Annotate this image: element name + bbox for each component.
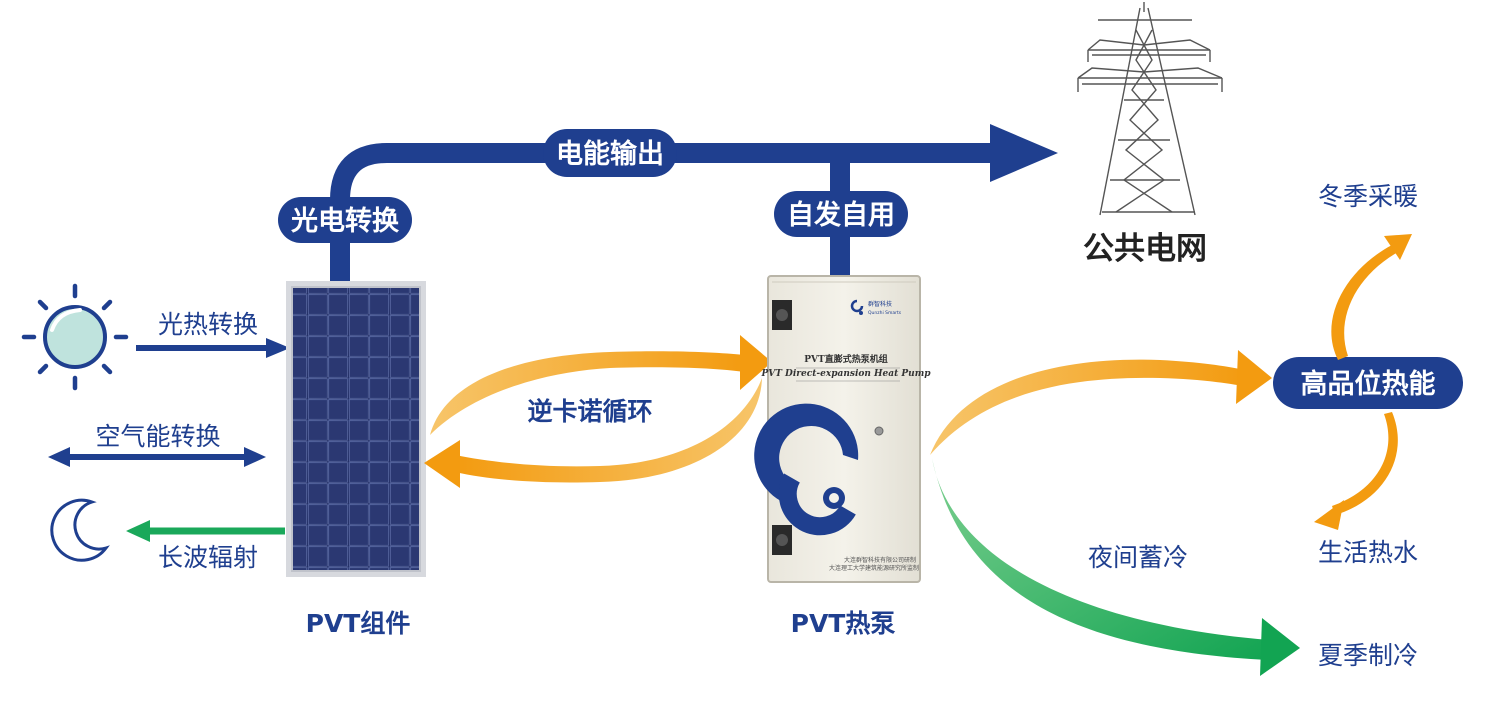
winter-heating-arrow: [1331, 234, 1412, 360]
pvt-heat-pump-caption: PVT热泵: [791, 609, 896, 638]
summer-cooling-label: 夏季制冷: [1318, 641, 1418, 670]
winter-heating-label: 冬季采暖: [1318, 182, 1418, 211]
air-energy-label: 空气能转换: [95, 422, 220, 451]
sun-icon: [21, 283, 129, 391]
self-use-label: 自发自用: [787, 199, 895, 231]
device-footer-2: 大连理工大学建筑能源研究所监制: [829, 564, 919, 572]
pvt-heat-pump-unit: 群智科技 Qunzhi Smarts PVT直膨式热泵机组 PVT Direct…: [754, 275, 931, 583]
pv-conversion-pill: 光电转换: [278, 197, 412, 243]
air-energy-arrow: [48, 447, 266, 467]
domestic-hot-water-arrow: [1314, 412, 1398, 530]
summer-cooling-arrow: [932, 458, 1300, 676]
high-grade-heat-pill: 高品位热能: [1273, 357, 1463, 409]
longwave-radiation-label: 长波辐射: [158, 543, 258, 572]
night-cold-storage-label: 夜间蓄冷: [1088, 543, 1188, 572]
public-grid-label: 公共电网: [1083, 231, 1207, 267]
reverse-carnot-loop: [424, 335, 772, 488]
device-title-en: PVT Direct-expansion Heat Pump: [760, 369, 931, 379]
brand-cn: 群智科技: [868, 300, 892, 308]
pvt-module-caption: PVT组件: [306, 609, 411, 638]
device-title-cn: PVT直膨式热泵机组: [804, 353, 887, 365]
pvt-module-panel: [286, 281, 426, 577]
longwave-radiation-arrow: [126, 520, 285, 542]
high-grade-heat-arrow: [930, 350, 1272, 455]
device-footer-1: 大连群智科技有限公司研制: [844, 556, 916, 564]
power-tower-icon: [1077, 2, 1223, 216]
moon-icon: [50, 498, 110, 562]
power-output-line: [330, 124, 1058, 288]
photothermal-arrow: [136, 338, 290, 358]
domestic-hot-water-label: 生活热水: [1318, 538, 1418, 567]
photothermal-label: 光热转换: [158, 310, 258, 339]
brand-en: Qunzhi Smarts: [868, 310, 902, 316]
pv-conversion-label: 光电转换: [290, 206, 400, 237]
power-output-label: 电能输出: [556, 138, 664, 170]
reverse-carnot-label: 逆卡诺循环: [527, 397, 652, 426]
qunzhi-logo-icon: [850, 299, 864, 315]
high-grade-heat-label: 高品位热能: [1301, 368, 1436, 400]
power-output-pill: 电能输出: [543, 129, 677, 177]
self-use-pill: 自发自用: [774, 191, 908, 237]
big-logo-mark: [754, 403, 859, 536]
